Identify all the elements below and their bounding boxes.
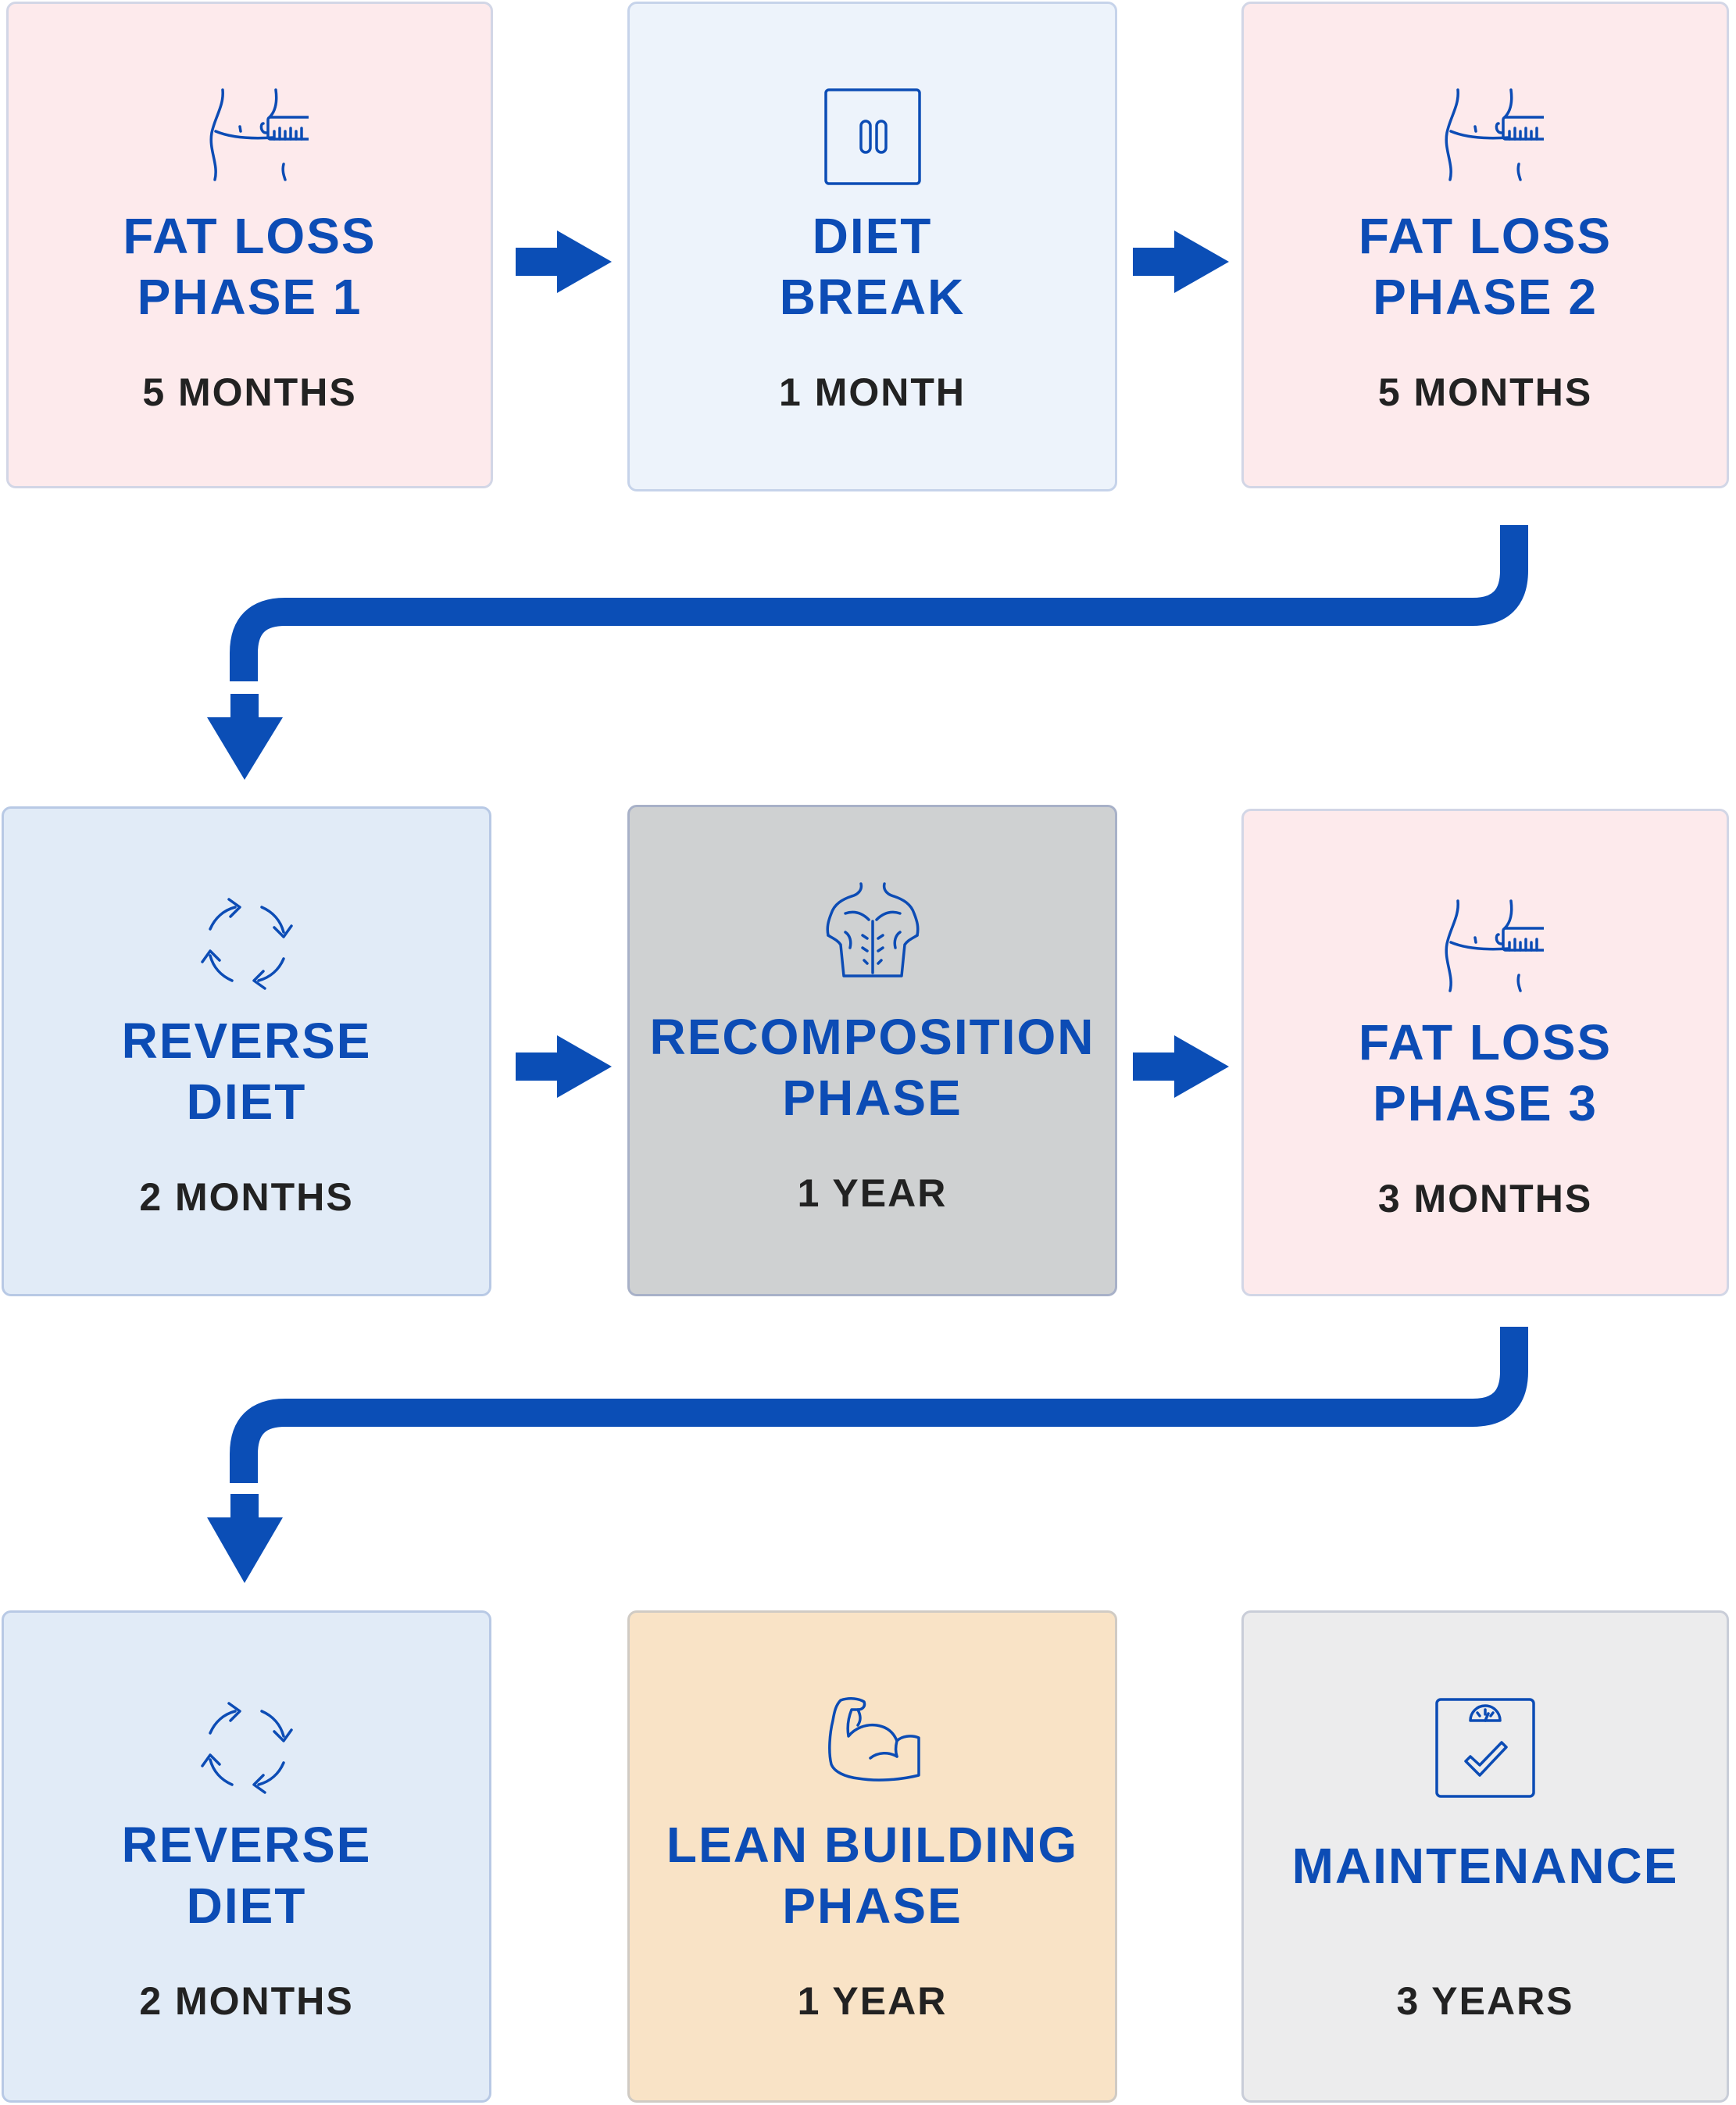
- arrow-right-2: [1133, 231, 1229, 293]
- waist-measure-icon: [1427, 78, 1544, 195]
- cycle-arrows-icon: [188, 885, 305, 1002]
- card-recomposition-phase: RECOMPOSITION PHASE 1 YEAR: [627, 805, 1117, 1296]
- card-title-line: DIET: [812, 208, 933, 264]
- card-reverse-diet-1: REVERSE DIET 2 MONTHS: [2, 806, 491, 1296]
- card-duration: 5 MONTHS: [1377, 370, 1593, 414]
- card-fat-loss-phase-2: FAT LOSS PHASE 2 5 MONTHS: [1241, 2, 1729, 488]
- card-reverse-diet-2: REVERSE DIET 2 MONTHS: [2, 1610, 491, 2103]
- card-title-line: PHASE 2: [1373, 269, 1598, 325]
- card-diet-break: DIET BREAK 1 MONTH: [627, 2, 1117, 491]
- card-lean-building-phase: LEAN BUILDING PHASE 1 YEAR: [627, 1610, 1117, 2103]
- waist-measure-icon: [1427, 889, 1544, 1006]
- card-title-line: BREAK: [779, 269, 966, 325]
- card-title-line: FAT LOSS: [123, 208, 377, 264]
- card-duration: 1 YEAR: [797, 1979, 948, 2023]
- connector-arrow-2: [207, 1327, 1528, 1583]
- card-duration: 2 MONTHS: [139, 1175, 354, 1219]
- card-duration: 1 YEAR: [797, 1171, 948, 1215]
- card-title-line: FAT LOSS: [1358, 208, 1613, 264]
- card-title-line: PHASE 1: [137, 269, 363, 325]
- scale-check-icon: [1427, 1689, 1544, 1807]
- card-duration: 3 MONTHS: [1377, 1177, 1593, 1220]
- card-title-line: MAINTENANCE: [1291, 1838, 1679, 1894]
- card-title-line: LEAN BUILDING: [666, 1817, 1079, 1873]
- card-duration: 1 MONTH: [779, 370, 966, 414]
- waist-measure-icon: [191, 78, 309, 195]
- pause-icon: [814, 78, 931, 195]
- card-fat-loss-phase-1: FAT LOSS PHASE 1 5 MONTHS: [6, 2, 493, 488]
- card-title-line: REVERSE: [121, 1013, 372, 1069]
- card-title-line: DIET: [186, 1878, 307, 1934]
- cycle-arrows-icon: [188, 1689, 305, 1807]
- arrow-right-4: [1133, 1035, 1229, 1098]
- card-maintenance: MAINTENANCE 3 YEARS: [1241, 1610, 1729, 2103]
- card-duration: 2 MONTHS: [139, 1979, 354, 2023]
- torso-icon: [814, 876, 931, 993]
- card-title-line: PHASE 3: [1373, 1075, 1598, 1131]
- card-title-line: PHASE: [782, 1070, 963, 1126]
- card-title-line: DIET: [186, 1074, 307, 1130]
- arrow-right-3: [516, 1035, 612, 1098]
- card-title-line: PHASE: [782, 1878, 963, 1934]
- connector-arrow-1: [207, 525, 1528, 780]
- card-fat-loss-phase-3: FAT LOSS PHASE 3 3 MONTHS: [1241, 809, 1729, 1296]
- card-duration: 3 YEARS: [1396, 1979, 1574, 2023]
- card-duration: 5 MONTHS: [142, 370, 357, 414]
- card-title-line: RECOMPOSITION: [649, 1009, 1095, 1065]
- arrow-right-1: [516, 231, 612, 293]
- card-title-line: REVERSE: [121, 1817, 372, 1873]
- card-title-line: FAT LOSS: [1358, 1014, 1613, 1070]
- flexed-arm-icon: [814, 1689, 931, 1807]
